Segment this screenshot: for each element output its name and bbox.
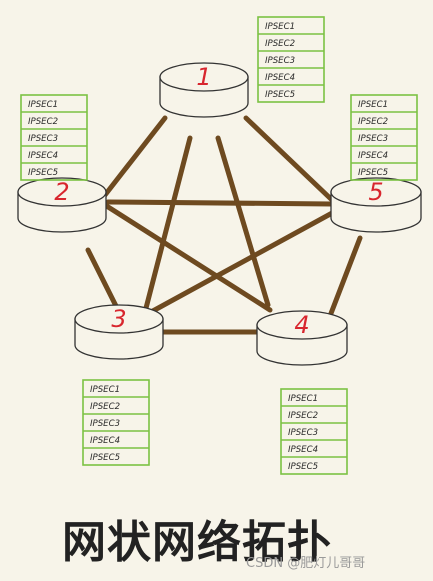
table-row: IPSEC2 [358, 117, 388, 127]
table-row: IPSEC4 [90, 436, 120, 446]
link-4-5 [327, 235, 363, 319]
table-row: IPSEC5 [265, 90, 295, 100]
table-row: IPSEC2 [90, 402, 120, 412]
table-row: IPSEC3 [90, 419, 120, 429]
node-top [256, 310, 348, 340]
link-2-3 [85, 247, 123, 317]
node-label: 4 [294, 311, 309, 339]
link-1-4 [215, 135, 271, 308]
table-row: IPSEC3 [28, 134, 58, 144]
node-2: 2 [17, 177, 107, 233]
table-row: IPSEC4 [288, 445, 318, 455]
table-row: IPSEC3 [358, 134, 388, 144]
link-1-5 [243, 115, 335, 203]
node-label: 5 [368, 178, 383, 206]
watermark: CSDN @肥灯儿哥哥 [246, 556, 366, 571]
table-row: IPSEC4 [265, 73, 295, 83]
table-border [20, 94, 88, 181]
node-4: 4 [256, 310, 348, 366]
table-row: IPSEC1 [265, 22, 295, 32]
table-row: IPSEC2 [28, 117, 58, 127]
table-row: IPSEC5 [28, 168, 58, 178]
table-row: IPSEC4 [28, 151, 58, 161]
node-label: 1 [196, 63, 211, 91]
table-border [257, 16, 325, 103]
table-row: IPSEC1 [358, 100, 388, 110]
links-layer [85, 115, 363, 335]
node-3: 3 [74, 304, 164, 360]
node-top [74, 304, 164, 334]
table-row: IPSEC5 [288, 462, 318, 472]
table-row: IPSEC5 [90, 453, 120, 463]
node-label: 2 [54, 178, 69, 206]
table-row: IPSEC5 [358, 168, 388, 178]
link-1-2 [102, 115, 168, 198]
table-row: IPSEC3 [265, 56, 295, 66]
link-2-5 [105, 199, 335, 207]
ipsec-tables-layer: IPSEC1IPSEC2IPSEC3IPSEC4IPSEC5IPSEC1IPSE… [20, 16, 418, 475]
node-top [330, 177, 422, 207]
diagram-title: 网状网络拓扑 [62, 517, 332, 568]
link-3-5 [137, 209, 337, 321]
table-border [82, 379, 150, 466]
table-border [280, 388, 348, 475]
table-row: IPSEC2 [288, 411, 318, 421]
nodes-layer: 1 2 3 4 5 [17, 62, 422, 366]
node-5: 5 [330, 177, 422, 233]
table-row: IPSEC1 [288, 394, 318, 404]
table-row: IPSEC1 [28, 100, 58, 110]
node-top [159, 62, 249, 92]
table-row: IPSEC1 [90, 385, 120, 395]
link-1-3 [142, 135, 193, 315]
node-label: 3 [111, 305, 126, 333]
link-2-4 [102, 202, 273, 313]
table-row: IPSEC2 [265, 39, 295, 49]
table-row: IPSEC3 [288, 428, 318, 438]
table-row: IPSEC4 [358, 151, 388, 161]
node-top [17, 177, 107, 207]
table-border [350, 94, 418, 181]
node-1: 1 [159, 62, 249, 118]
